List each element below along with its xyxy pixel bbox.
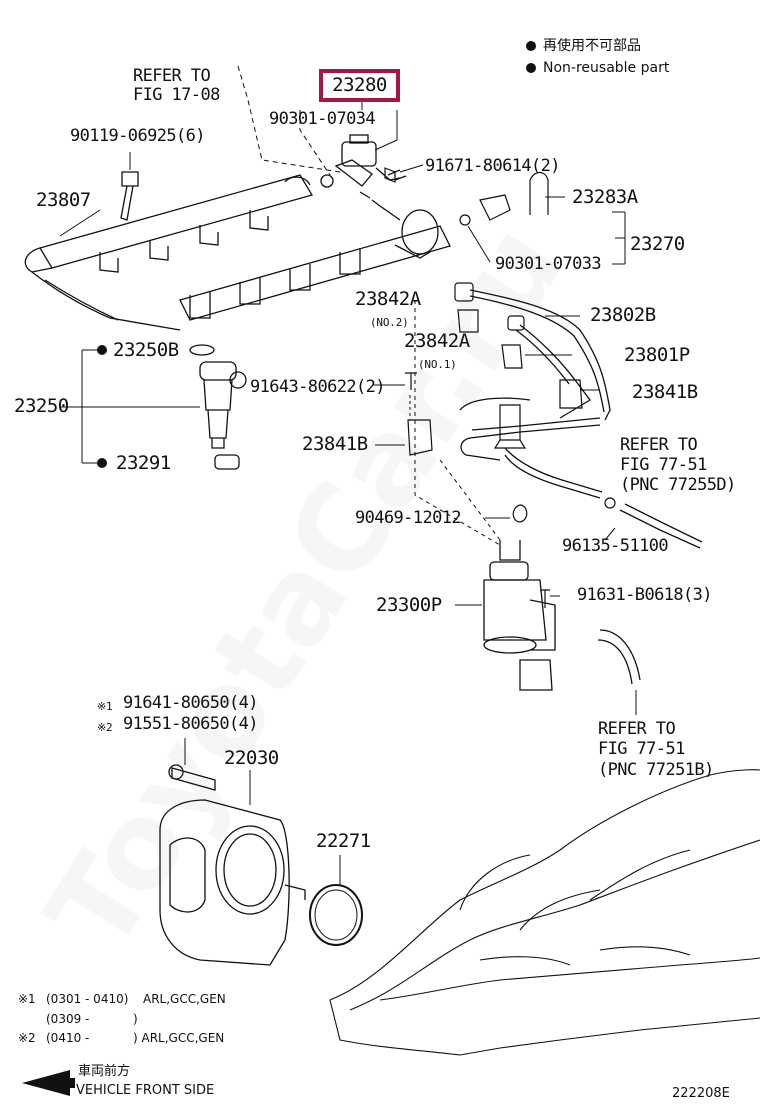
front-side-en: VEHICLE FRONT SIDE	[76, 1083, 215, 1098]
part-23283A[interactable]: 23283A	[572, 186, 638, 208]
refer-fig-77-51-b-line1[interactable]: REFER TO	[598, 719, 676, 739]
part-91631-B0618[interactable]: 91631-B0618(3)	[577, 585, 712, 605]
part-23802B[interactable]: 23802B	[590, 304, 656, 326]
part-23250B[interactable]: 23250B	[113, 339, 179, 361]
highlighted-part-box[interactable]: 23280	[319, 69, 400, 102]
part-91641-80650[interactable]: 91641-80650(4)	[123, 693, 258, 713]
part-22030[interactable]: 22030	[224, 747, 279, 769]
fuel-hoses	[459, 289, 703, 549]
bolt-90119	[120, 171, 139, 221]
mark-1: ※1	[97, 700, 113, 713]
footnote-1b-range: (0309 -	[46, 1012, 90, 1026]
injector	[189, 344, 247, 470]
part-23250[interactable]: 23250	[14, 395, 69, 417]
nonreusable-dot-23250B	[97, 345, 107, 355]
legend-jp: 再使用不可部品	[543, 38, 641, 54]
footnote-2-mark: ※2	[18, 1031, 36, 1045]
part-23842A-no1-suffix: (NO.1)	[418, 358, 457, 371]
footnote-2-codes: ) ARL,GCC,GEN	[133, 1031, 225, 1045]
footnote-1b-close: )	[133, 1012, 138, 1026]
part-91551-80650[interactable]: 91551-80650(4)	[123, 714, 258, 734]
throttle-body	[159, 764, 306, 966]
part-23841B-left[interactable]: 23841B	[302, 433, 368, 455]
part-90301-07033[interactable]: 90301-07033	[495, 254, 602, 274]
part-23270[interactable]: 23270	[630, 233, 685, 255]
part-23300P[interactable]: 23300P	[376, 594, 442, 616]
part-23842A-no1[interactable]: 23842A	[404, 330, 470, 352]
part-23842A-no2[interactable]: 23842A	[355, 288, 421, 310]
front-arrow	[22, 1070, 75, 1096]
legend-dot-1	[526, 41, 536, 51]
clamps	[384, 167, 616, 608]
part-23291[interactable]: 23291	[116, 452, 171, 474]
refer-fig-77-51-a-line2[interactable]: FIG 77-51	[620, 455, 707, 475]
part-96135-51100[interactable]: 96135-51100	[562, 536, 669, 556]
mark-2: ※2	[97, 721, 113, 734]
refer-fig-17-08-line2[interactable]: FIG 17-08	[133, 85, 220, 105]
refer-fig-77-51-b-line3[interactable]: (PNC 77251B)	[598, 760, 714, 780]
footnote-2-range: (0410 -	[46, 1031, 90, 1045]
front-side-jp: 車両前方	[78, 1064, 131, 1079]
legend-en: Non-reusable part	[543, 60, 670, 76]
footnote-1-codes: ARL,GCC,GEN	[143, 992, 226, 1006]
part-23842A-no2-suffix: (NO.2)	[370, 316, 409, 329]
part-23807[interactable]: 23807	[36, 189, 91, 211]
footnote-1-mark: ※1	[18, 992, 36, 1006]
legend-dot-2	[526, 63, 536, 73]
refer-fig-77-51-a-line1[interactable]: REFER TO	[620, 435, 698, 455]
footnote-1-range: (0301 - 0410)	[46, 992, 129, 1006]
refer-fig-77-51-b-line2[interactable]: FIG 77-51	[598, 739, 685, 759]
part-91671-80614[interactable]: 91671-80614(2)	[425, 156, 560, 176]
intake-manifold-outline	[329, 769, 760, 1056]
highlighted-part-number: 23280	[332, 74, 387, 96]
fuel-rail	[24, 174, 451, 331]
part-90119-06925[interactable]: 90119-06925(6)	[70, 126, 205, 146]
refer-fig-17-08-line1[interactable]: REFER TO	[133, 66, 211, 86]
part-90469-12012[interactable]: 90469-12012	[355, 508, 462, 528]
part-91643-80622[interactable]: 91643-80622(2)	[250, 377, 385, 397]
diagram-id: 222208E	[672, 1086, 730, 1101]
part-23801P[interactable]: 23801P	[624, 344, 690, 366]
nonreusable-dot-23291	[97, 458, 107, 468]
part-23841B-right[interactable]: 23841B	[632, 381, 698, 403]
pulsation-damper	[483, 540, 641, 691]
pressure-regulator	[320, 134, 407, 188]
refer-fig-77-51-a-line3[interactable]: (PNC 77255D)	[620, 475, 736, 495]
part-90301-07034[interactable]: 90301-07034	[269, 109, 376, 129]
gasket	[309, 884, 363, 946]
part-22271[interactable]: 22271	[316, 830, 371, 852]
